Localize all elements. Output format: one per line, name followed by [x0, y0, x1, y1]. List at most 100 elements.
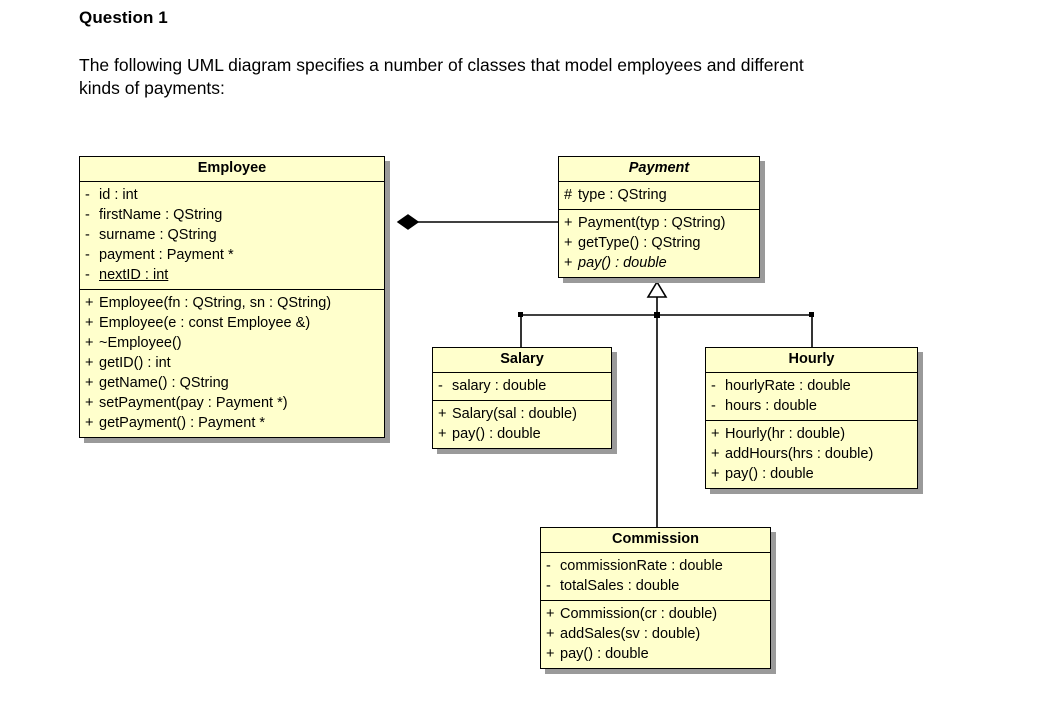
visibility-marker: + [85, 355, 94, 371]
class-name-commission: Commission [541, 528, 770, 553]
class-member: + getType() : QString [559, 233, 759, 253]
member-label: Commission(cr : double) [560, 606, 718, 622]
visibility-marker: - [438, 378, 443, 394]
class-member: + Employee(fn : QString, sn : QString) [80, 293, 384, 313]
member-label: id : int [99, 187, 138, 203]
visibility-marker: + [711, 466, 720, 482]
uml-class-commission[interactable]: Commission - commissionRate : double - t… [540, 527, 771, 669]
member-label: getType() : QString [578, 235, 701, 251]
class-member: - hours : double [706, 396, 917, 416]
member-label: firstName : QString [99, 207, 223, 223]
visibility-marker: - [546, 558, 551, 574]
uml-class-hourly[interactable]: Hourly - hourlyRate : double - hours : d… [705, 347, 918, 489]
member-label: Payment(typ : QString) [578, 215, 726, 231]
attributes-compartment-commission: - commissionRate : double - totalSales :… [541, 553, 770, 600]
class-member: + pay() : double [559, 253, 759, 273]
uml-class-payment[interactable]: Payment # type : QString + Payment(typ :… [558, 156, 760, 278]
member-label: getID() : int [99, 355, 171, 371]
visibility-marker: + [85, 315, 94, 331]
class-member: - payment : Payment * [80, 245, 384, 265]
member-label: Employee(fn : QString, sn : QString) [99, 295, 332, 311]
visibility-marker: + [85, 415, 94, 431]
operations-compartment-payment: + Payment(typ : QString) + getType() : Q… [559, 209, 759, 277]
visibility-marker: + [85, 395, 94, 411]
class-member: + addSales(sv : double) [541, 624, 770, 644]
class-member: - nextID : int [80, 265, 384, 285]
visibility-marker: + [85, 335, 94, 351]
visibility-marker: + [564, 235, 573, 251]
member-label: payment : Payment * [99, 247, 234, 263]
operations-compartment-salary: + Salary(sal : double) + pay() : double [433, 400, 611, 448]
class-name-hourly: Hourly [706, 348, 917, 373]
uml-class-salary[interactable]: Salary - salary : double + Salary(sal : … [432, 347, 612, 449]
attributes-compartment-payment: # type : QString [559, 182, 759, 209]
uml-class-employee[interactable]: Employee - id : int - firstName : QStrin… [79, 156, 385, 438]
visibility-marker: + [711, 446, 720, 462]
composition-diamond-icon [396, 214, 420, 230]
visibility-marker: - [85, 207, 90, 223]
member-label: pay() : double [452, 426, 541, 442]
class-member: - salary : double [433, 376, 611, 396]
visibility-marker: - [711, 378, 716, 394]
attributes-compartment-hourly: - hourlyRate : double - hours : double [706, 373, 917, 420]
class-name-salary: Salary [433, 348, 611, 373]
member-label: totalSales : double [560, 578, 680, 594]
member-label: pay() : double [578, 255, 667, 271]
member-label: addSales(sv : double) [560, 626, 701, 642]
class-member: + Employee(e : const Employee &) [80, 313, 384, 333]
class-member: - firstName : QString [80, 205, 384, 225]
class-member: + pay() : double [706, 464, 917, 484]
member-label: setPayment(pay : Payment *) [99, 395, 288, 411]
junction-point-hourly [809, 312, 814, 317]
visibility-marker: + [711, 426, 720, 442]
class-member: + getID() : int [80, 353, 384, 373]
member-label: type : QString [578, 187, 667, 203]
question-prompt-text: The following UML diagram specifies a nu… [79, 55, 804, 98]
visibility-marker: + [564, 255, 573, 271]
class-member: + addHours(hrs : double) [706, 444, 917, 464]
member-label: Employee(e : const Employee &) [99, 315, 311, 331]
page-title: Question 1 [79, 8, 168, 27]
operations-compartment-employee: + Employee(fn : QString, sn : QString) +… [80, 289, 384, 437]
operations-compartment-hourly: + Hourly(hr : double) + addHours(hrs : d… [706, 420, 917, 488]
class-member: + getPayment() : Payment * [80, 413, 384, 433]
class-member: - id : int [80, 185, 384, 205]
member-label: Salary(sal : double) [452, 406, 577, 422]
visibility-marker: + [85, 295, 94, 311]
visibility-marker: - [85, 267, 90, 283]
class-member: # type : QString [559, 185, 759, 205]
class-member: - hourlyRate : double [706, 376, 917, 396]
visibility-marker: - [85, 247, 90, 263]
class-member: - commissionRate : double [541, 556, 770, 576]
visibility-marker: - [546, 578, 551, 594]
generalization-arrowhead-icon [646, 280, 668, 298]
member-label: getName() : QString [99, 375, 229, 391]
member-label: commissionRate : double [560, 558, 723, 574]
visibility-marker: + [85, 375, 94, 391]
member-label: pay() : double [560, 646, 649, 662]
class-member: - totalSales : double [541, 576, 770, 596]
class-member: + Payment(typ : QString) [559, 213, 759, 233]
operations-compartment-commission: + Commission(cr : double) + addSales(sv … [541, 600, 770, 668]
member-label: nextID : int [99, 267, 169, 283]
composition-employee-payment [396, 214, 558, 230]
attributes-compartment-employee: - id : int - firstName : QString - surna… [80, 182, 384, 289]
class-member: + Commission(cr : double) [541, 604, 770, 624]
visibility-marker: # [564, 187, 573, 203]
member-label: addHours(hrs : double) [725, 446, 874, 462]
attributes-compartment-salary: - salary : double [433, 373, 611, 400]
class-member: + getName() : QString [80, 373, 384, 393]
class-name-employee: Employee [80, 157, 384, 182]
visibility-marker: + [546, 646, 555, 662]
visibility-marker: + [564, 215, 573, 231]
visibility-marker: + [438, 426, 447, 442]
junction-point-center [654, 312, 660, 318]
class-member: - surname : QString [80, 225, 384, 245]
junction-point-salary [518, 312, 523, 317]
visibility-marker: + [438, 406, 447, 422]
member-label: Hourly(hr : double) [725, 426, 846, 442]
class-member: + Salary(sal : double) [433, 404, 611, 424]
member-label: hours : double [725, 398, 817, 414]
visibility-marker: + [546, 606, 555, 622]
member-label: getPayment() : Payment * [99, 415, 266, 431]
